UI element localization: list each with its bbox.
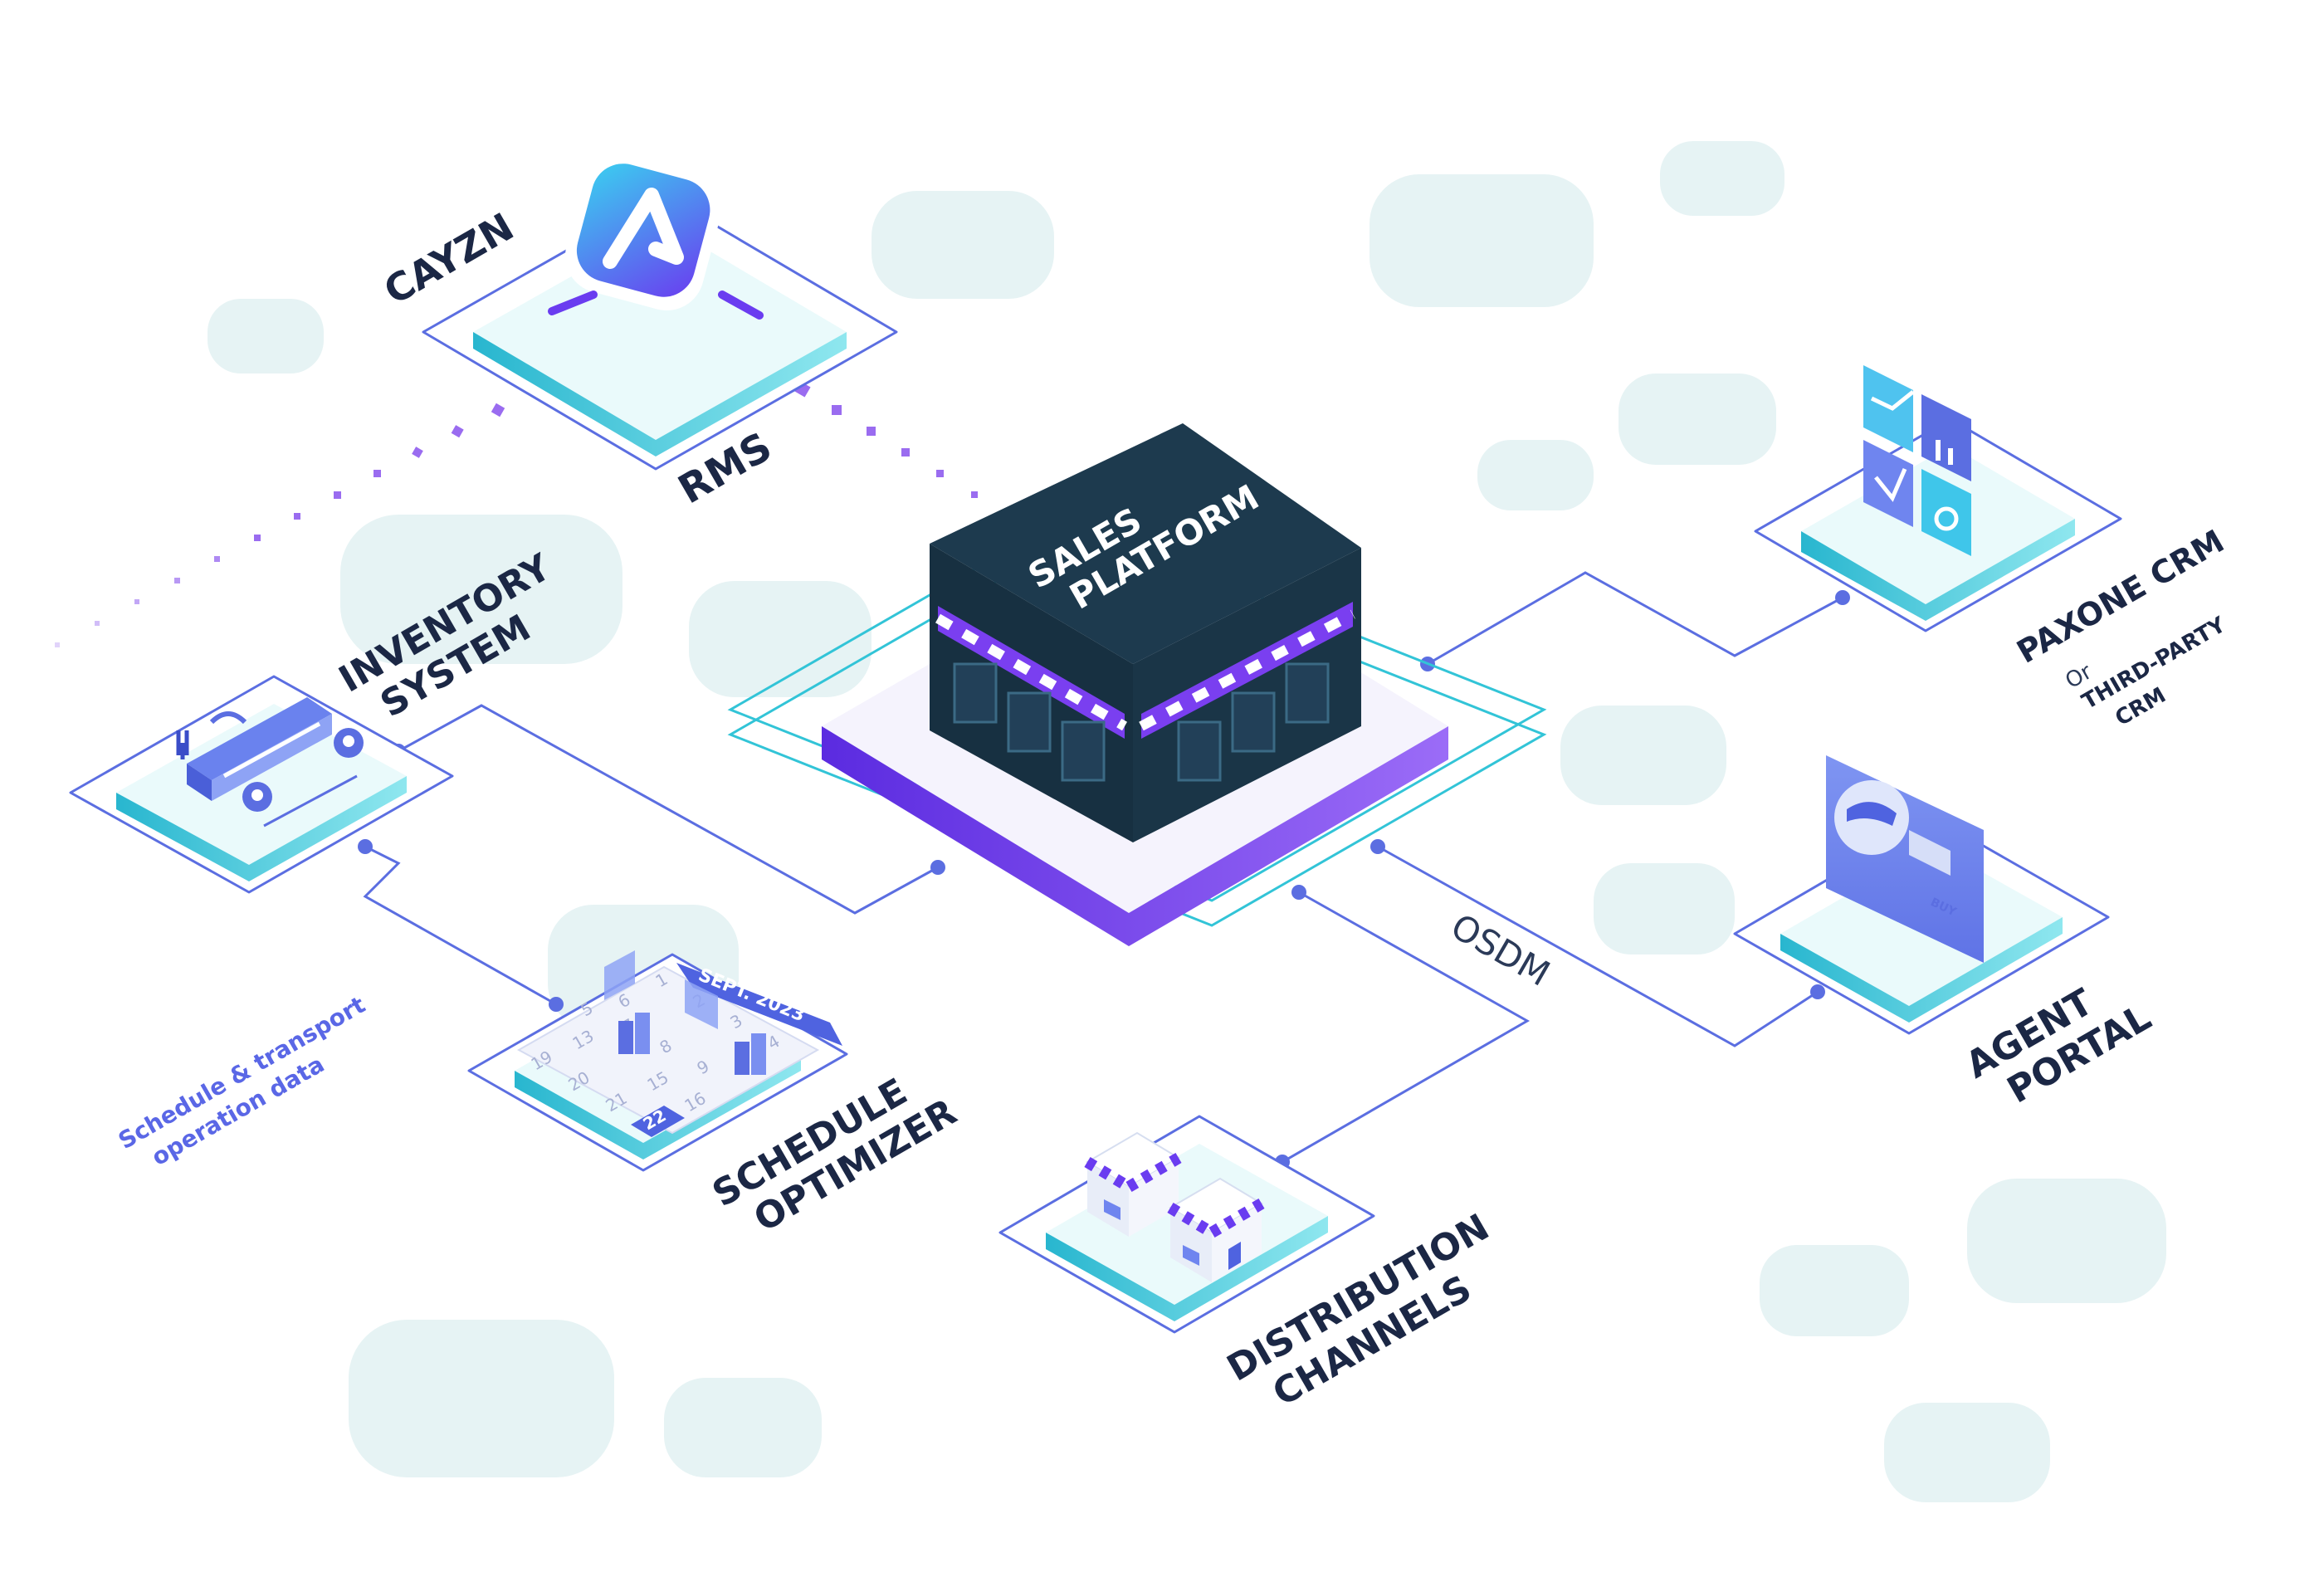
bg-tile (1618, 374, 1776, 465)
ticket-screen-icon: BUY (1826, 755, 1984, 963)
link-platform-crm (1427, 571, 1843, 666)
bg-tile (1884, 1403, 2050, 1502)
agent-node[interactable]: BUY AGENT PORTAL (1733, 755, 2158, 1112)
sales-platform-node[interactable]: SALES PLATFORM (727, 423, 1547, 946)
dotted-flows (55, 381, 978, 647)
bg-tile (1760, 1245, 1909, 1336)
schedule-note-line1: Schedule & transport (114, 991, 370, 1155)
storefront-icon (930, 423, 1361, 842)
link-inventory-schedule (363, 845, 557, 1006)
bg-tile (1477, 440, 1594, 510)
bg-tile (1967, 1179, 2166, 1303)
bg-tile (689, 581, 872, 697)
shops-icon (1084, 1131, 1265, 1282)
background-tiles (208, 141, 2166, 1502)
schedule-node[interactable]: 1 2 3 4 5 6 7 8 9 13 15 16 19 20 21 22 S… (467, 950, 964, 1241)
bg-tile (1370, 174, 1594, 307)
crm-node[interactable]: PAXONE CRM Or THIRD-PARTY CRM (1754, 365, 2231, 731)
bg-tile (208, 299, 324, 374)
bg-tile (664, 1378, 822, 1477)
bg-tile (349, 1320, 614, 1477)
distribution-node[interactable]: DISTRIBUTION CHANNELS (998, 1115, 1496, 1415)
rms-node[interactable]: CAYZN RMS (377, 146, 898, 513)
osdm-label: OSDM (1444, 906, 1557, 994)
inventory-node[interactable]: INVENTORY SYSTEM (69, 545, 559, 894)
link-platform-distribution (1282, 891, 1531, 1164)
connection-lines (363, 571, 1843, 1164)
link-inventory-platform (398, 704, 939, 915)
cayzn-logo-icon (548, 154, 764, 320)
bg-tile (1560, 706, 1726, 805)
bg-tile (340, 515, 622, 664)
bg-tile (1660, 141, 1784, 216)
crm-tiles-icon (1863, 365, 1971, 556)
bg-tile (872, 191, 1054, 299)
link-platform-agent (1377, 845, 1819, 1047)
train-map-icon (176, 697, 364, 828)
bg-tile (1594, 863, 1735, 954)
